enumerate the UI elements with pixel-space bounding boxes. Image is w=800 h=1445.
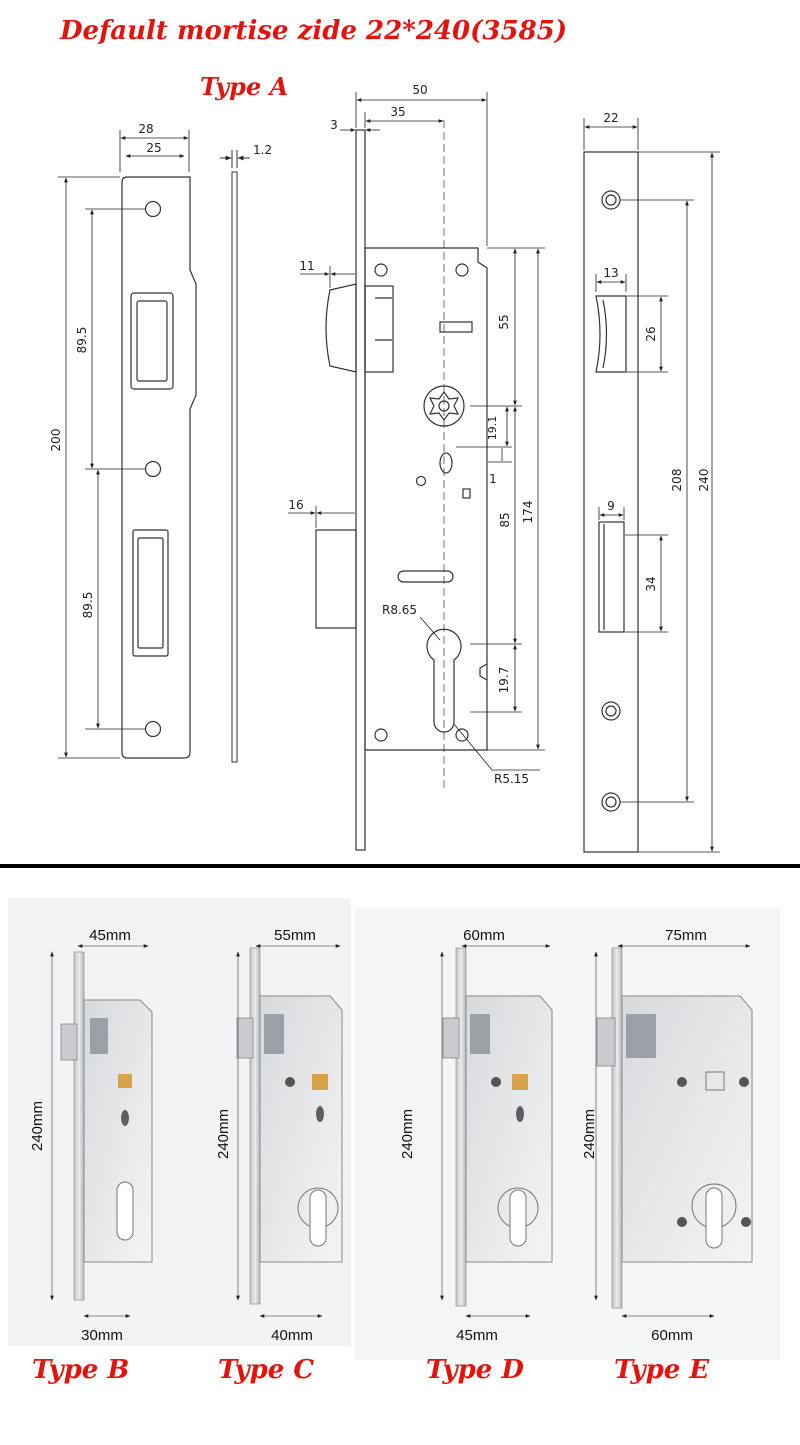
type-b-top-width: 45mm <box>89 927 131 944</box>
lock-body-dimensions <box>288 92 545 771</box>
dim-faceplate-height: 240 <box>697 469 711 492</box>
dim-deadbolt-depth: 16 <box>288 498 303 512</box>
type-e-label: Type E <box>614 1355 710 1385</box>
dim-strike-width-outer: 28 <box>138 122 153 136</box>
type-c-height: 240mm <box>215 1109 232 1159</box>
type-d-bottom-width: 45mm <box>456 1327 498 1344</box>
type-c-top-width: 55mm <box>274 927 316 944</box>
dim-handle-to-cylinder: 85 <box>498 512 512 527</box>
dim-latch-depth: 11 <box>299 259 314 273</box>
dim-faceplate: 3 <box>330 118 338 132</box>
dim-gap: 1 <box>489 472 497 486</box>
type-a-label: Type A <box>200 72 289 101</box>
photo-type-b <box>50 944 153 1318</box>
strike-plate <box>121 176 197 759</box>
dim-backset: 35 <box>390 105 405 119</box>
type-e-bottom-width: 60mm <box>651 1327 693 1344</box>
faceplate-labels: 22 240 208 13 26 9 34 <box>603 111 711 592</box>
dim-strike-hole-bottom: 89.5 <box>81 592 95 619</box>
dim-radius-small: R5.15 <box>494 772 529 786</box>
type-d-label: Type D <box>426 1355 524 1385</box>
photo-type-d <box>440 944 553 1318</box>
photo-type-e <box>594 944 753 1318</box>
photo-type-c <box>236 944 343 1318</box>
dim-slot-height-bottom: 34 <box>644 576 658 591</box>
dim-slot-width-top: 13 <box>603 266 618 280</box>
side-profile <box>220 150 250 763</box>
dim-faceplate-width: 22 <box>603 111 618 125</box>
dim-strike-width-inner: 25 <box>146 141 161 155</box>
dim-radius-large: R8.65 <box>382 603 417 617</box>
type-e-height: 240mm <box>581 1109 598 1159</box>
photo-row: 45mm 240mm 30mm 55mm 240mm 40mm 60mm 240… <box>8 898 780 1360</box>
type-d-height: 240mm <box>399 1109 416 1159</box>
dim-cylinder-offset: 19.7 <box>497 667 511 694</box>
strike-plate-labels: 28 25 200 89.5 89.5 <box>49 122 162 618</box>
type-b-bottom-width: 30mm <box>81 1327 123 1344</box>
type-b-height: 240mm <box>29 1101 46 1151</box>
faceplate-dimensions <box>583 118 720 853</box>
lock-body-labels: 50 35 3 11 16 55 85 174 19.1 1 19.7 R8.6… <box>288 83 535 786</box>
dim-total-width: 50 <box>412 83 427 97</box>
type-e-top-width: 75mm <box>665 927 707 944</box>
dim-profile-thickness: 1.2 <box>253 143 272 157</box>
dim-latch-to-handle: 55 <box>497 314 511 329</box>
dim-strike-height: 200 <box>49 429 63 452</box>
type-b-label: Type B <box>32 1355 130 1385</box>
dim-slot-width-bottom: 9 <box>607 499 615 513</box>
dim-slot-height-top: 26 <box>644 326 658 341</box>
page-title: Default mortise zide 22*240(3585) <box>60 16 568 46</box>
dim-strike-hole-top: 89.5 <box>75 327 89 354</box>
dim-spindle-offset: 19.1 <box>486 416 499 441</box>
type-c-label: Type C <box>218 1355 315 1385</box>
lock-body <box>315 120 488 851</box>
strike-plate-dimensions <box>58 130 190 759</box>
type-d-top-width: 60mm <box>463 927 505 944</box>
photo-dimension-labels: 45mm 240mm 30mm 55mm 240mm 40mm 60mm 240… <box>29 927 707 1344</box>
type-c-bottom-width: 40mm <box>271 1327 313 1344</box>
dim-body-height: 174 <box>521 501 535 524</box>
dim-faceplate-hole-spacing: 208 <box>670 469 684 492</box>
